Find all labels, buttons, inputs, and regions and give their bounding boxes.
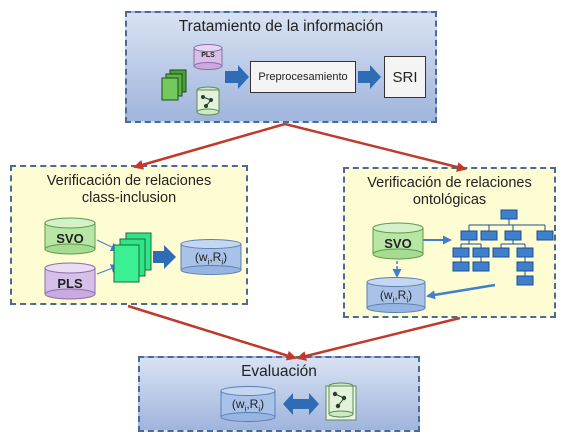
ontological-title: Verificación de relaciones ontológicas bbox=[345, 175, 554, 209]
class-inclusion-title-line1: Verificación de relaciones bbox=[46, 173, 212, 189]
wr-database: (wi,Ri) bbox=[220, 386, 276, 422]
tree-node bbox=[504, 230, 522, 241]
tree-node bbox=[472, 247, 490, 258]
database-icon bbox=[372, 222, 424, 260]
database-icon bbox=[193, 44, 223, 70]
svo-label: SVO bbox=[56, 231, 84, 246]
class-inclusion-title-line2: class-inclusion bbox=[81, 190, 177, 206]
wr-label: (wi,Ri) bbox=[379, 288, 413, 305]
arrow-ontology-to-wr bbox=[426, 283, 496, 300]
ontological-title-line1: Verificación de relaciones bbox=[367, 175, 532, 191]
svo-database: SVO bbox=[44, 217, 96, 255]
sri-box: SRI bbox=[384, 56, 426, 98]
tree-node bbox=[472, 261, 490, 272]
pls-label: PLS bbox=[201, 52, 215, 59]
document-stack-large-icon bbox=[113, 232, 152, 283]
database-icon bbox=[44, 217, 96, 255]
ontological-title-line2: ontológicas bbox=[412, 192, 487, 208]
class-inclusion-title: Verificación de relaciones class-inclusi… bbox=[12, 173, 246, 207]
tree-node bbox=[536, 230, 554, 241]
tree-node bbox=[452, 261, 470, 272]
svo-label: SVO bbox=[384, 236, 412, 251]
wr-database: (wi,Ri) bbox=[366, 277, 426, 313]
preprocess-box: Preprocesamiento bbox=[250, 61, 356, 93]
tree-node bbox=[452, 247, 470, 258]
flow-arrow-left-to-bottom bbox=[127, 304, 297, 361]
wr-label: (wi,Ri) bbox=[231, 397, 265, 414]
evaluation-panel: Evaluación bbox=[138, 356, 420, 432]
preprocess-label: Preprocesamiento bbox=[258, 71, 348, 83]
block-arrow-input-to-preprocess bbox=[225, 65, 249, 89]
pls-label: PLS bbox=[57, 276, 83, 291]
tree-node bbox=[460, 230, 478, 241]
evaluation-title: Evaluación bbox=[241, 363, 317, 380]
database-icon bbox=[44, 262, 96, 300]
double-arrow-icon bbox=[283, 393, 319, 415]
document-stack-icon bbox=[161, 69, 187, 101]
tree-node bbox=[492, 247, 510, 258]
tree-node-root bbox=[500, 209, 518, 220]
flow-arrow-top-to-left bbox=[133, 122, 286, 170]
block-arrow-preprocess-to-sri bbox=[358, 65, 381, 89]
tree-node bbox=[516, 275, 534, 286]
molecule-database-icon bbox=[325, 382, 357, 421]
wr-label: (wi,Ri) bbox=[194, 250, 228, 267]
molecule-database-icon bbox=[196, 86, 220, 116]
flow-arrow-right-to-bottom bbox=[296, 316, 461, 361]
tree-node bbox=[516, 261, 534, 272]
tree-node bbox=[516, 247, 534, 258]
tree-node bbox=[480, 230, 498, 241]
database-icon bbox=[180, 239, 242, 275]
database-icon bbox=[366, 277, 426, 313]
block-arrow-docs-to-wr bbox=[153, 245, 176, 269]
pls-database: PLS bbox=[44, 262, 96, 300]
ontology-tree bbox=[452, 209, 554, 286]
processing-title: Tratamiento de la información bbox=[178, 18, 384, 35]
database-icon bbox=[220, 386, 276, 422]
wr-database: (wi,Ri) bbox=[180, 239, 242, 275]
pls-database-small: PLS bbox=[193, 44, 223, 70]
sri-label: SRI bbox=[392, 68, 418, 86]
svo-database: SVO bbox=[372, 222, 424, 260]
flow-arrow-top-to-right bbox=[284, 122, 467, 172]
